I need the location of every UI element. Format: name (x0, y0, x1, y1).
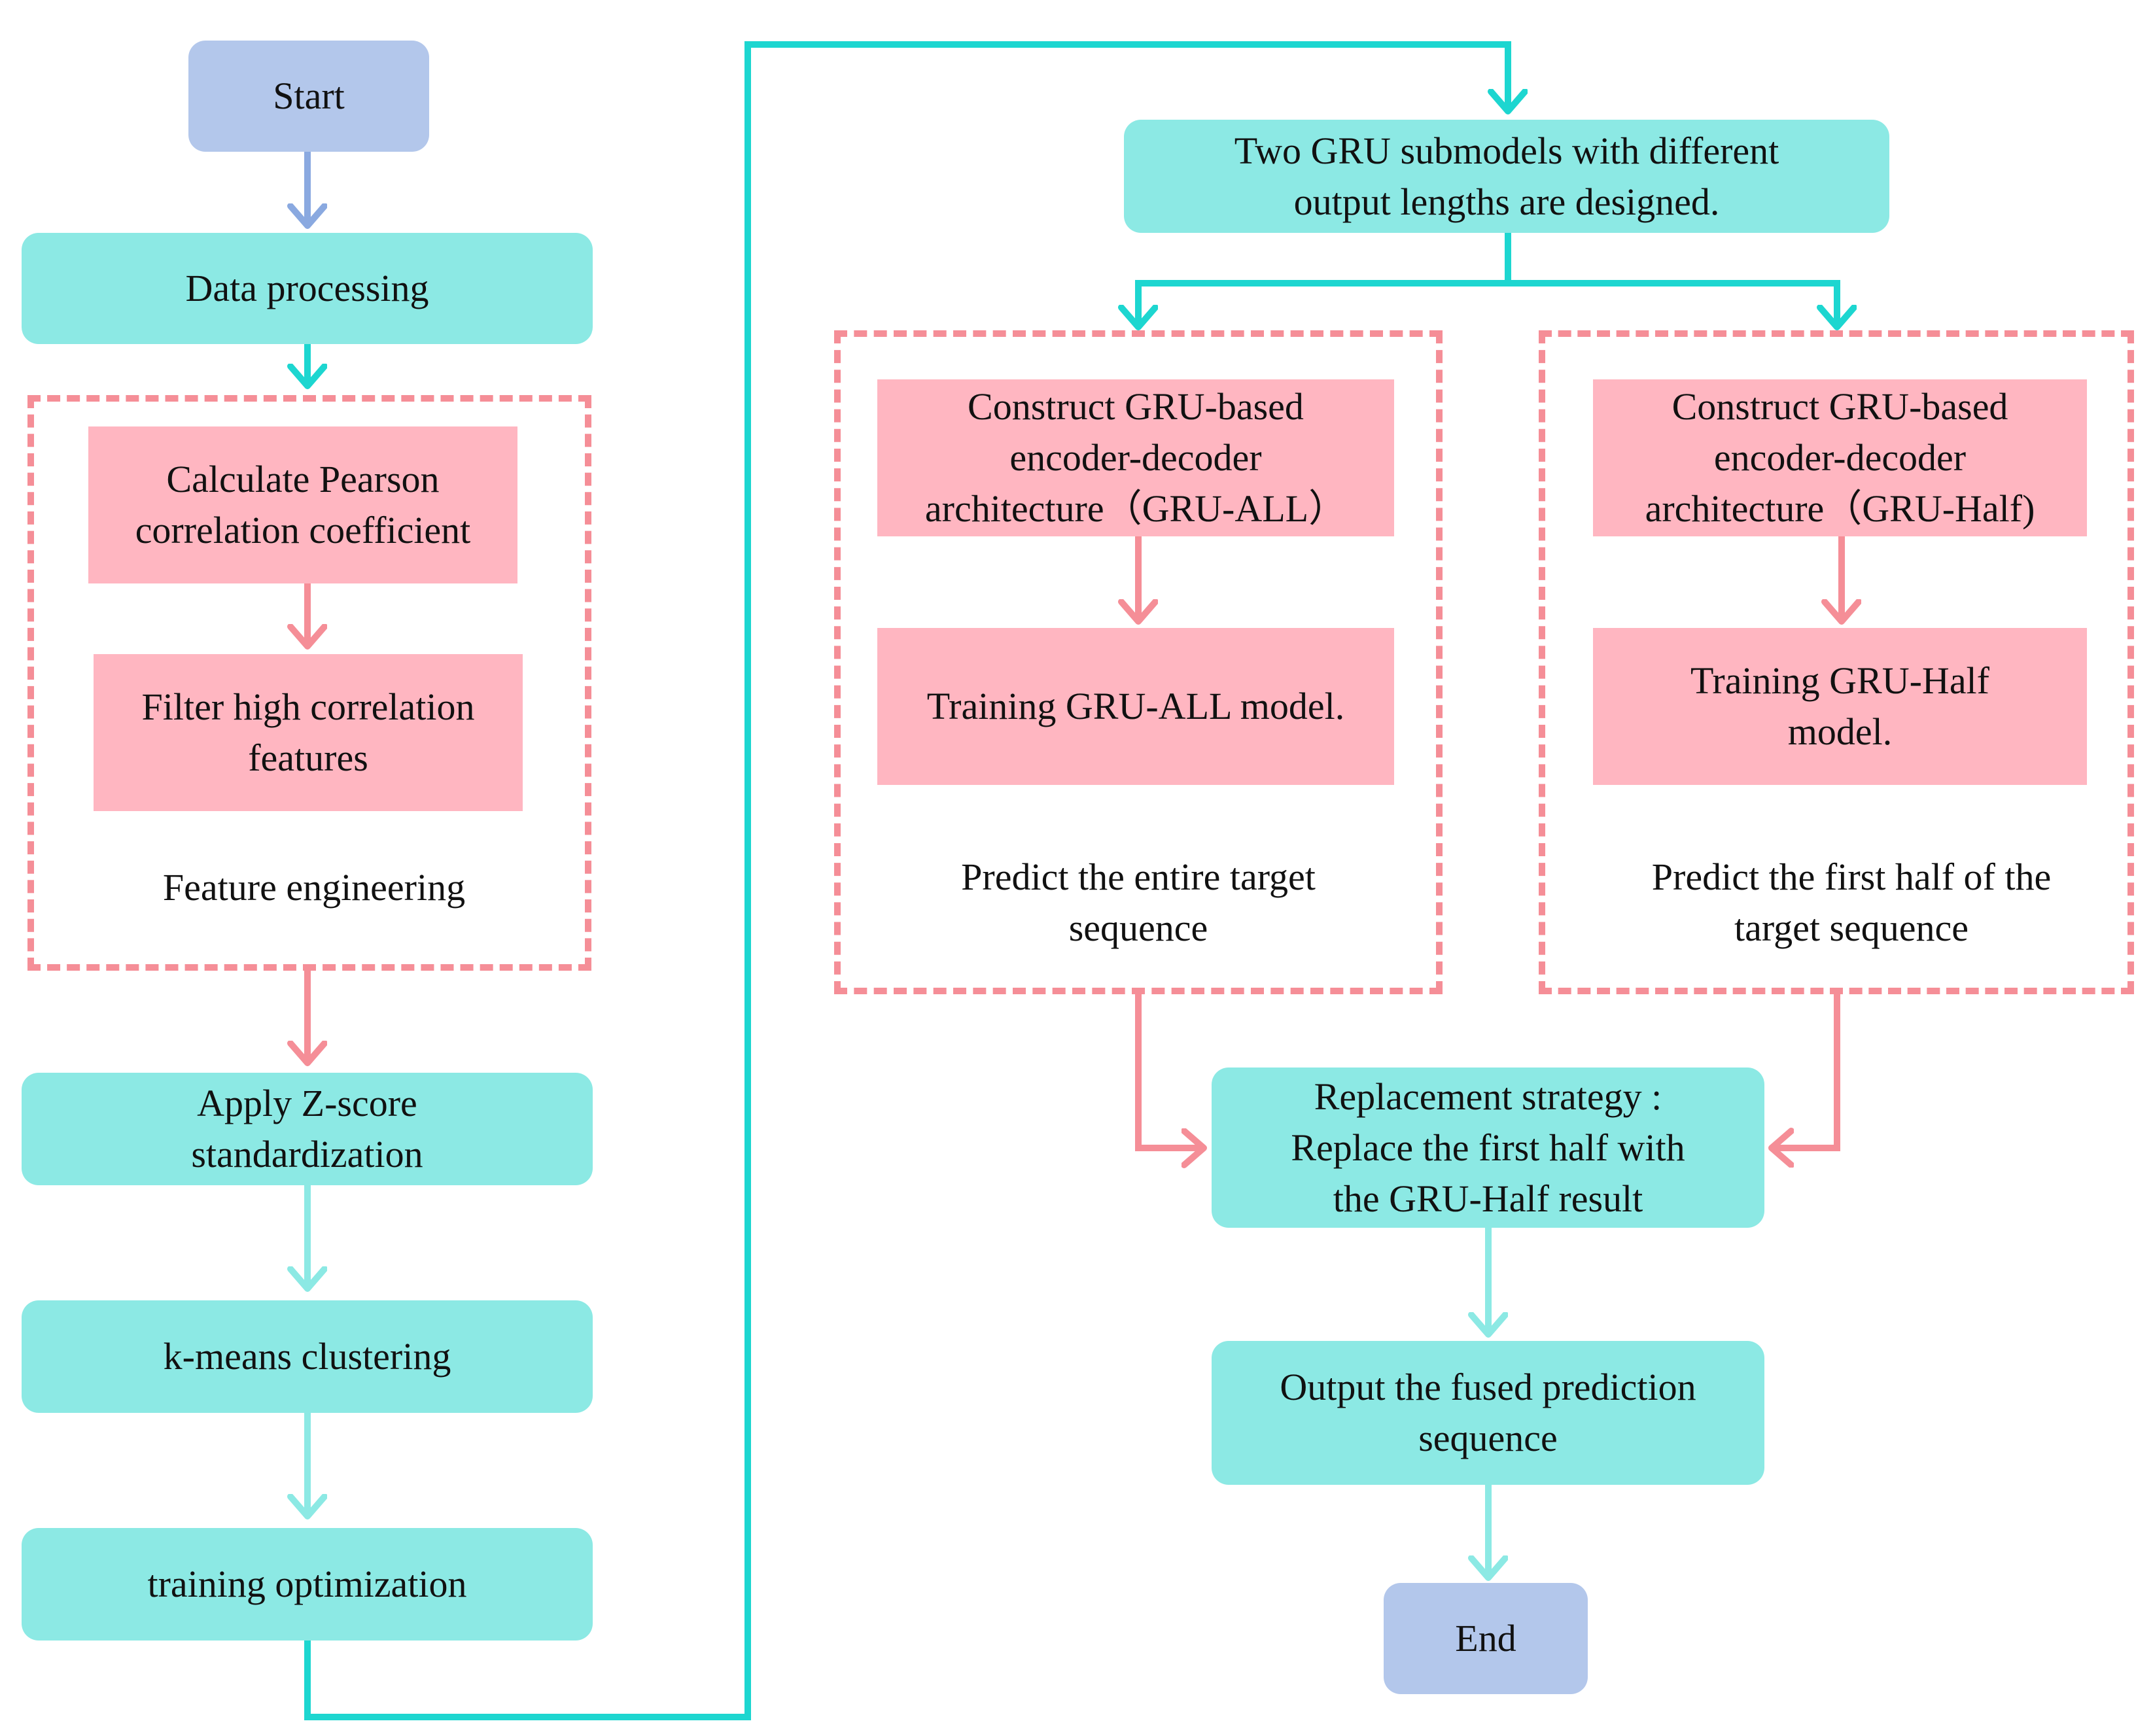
two-gru-node: Two GRU submodels with different output … (1124, 120, 1889, 233)
predict-half-label: Predict the first half of the target seq… (1651, 856, 2052, 949)
gru-half-group (1539, 330, 2134, 994)
construct-gru-half-node: Construct GRU-based encoder-decoder arch… (1593, 379, 2087, 536)
construct-gru-all-node: Construct GRU-based encoder-decoder arch… (877, 379, 1394, 536)
arrow-two-gru-to-half (1508, 280, 1837, 327)
kmeans-node: k-means clustering (22, 1300, 593, 1413)
arrow-half-to-replacement (1772, 994, 1840, 1148)
arrow-training-to-two-gru (304, 41, 1508, 1720)
output-fused-node: Output the fused prediction sequence (1212, 1341, 1764, 1485)
zscore-node: Apply Z-score standardization (22, 1073, 593, 1185)
arrow-two-gru-to-all (1138, 233, 1511, 327)
gru-all-group (834, 330, 1443, 994)
feature-engineering-label: Feature engineering (162, 866, 466, 909)
replacement-strategy-node: Replacement strategy : Replace the first… (1212, 1068, 1764, 1228)
start-node: Start (188, 41, 429, 152)
train-gru-half-node: Training GRU-Half model. (1593, 628, 2087, 785)
predict-entire-label: Predict the entire target sequence (961, 856, 1316, 949)
arrow-entire-to-replacement (1135, 994, 1204, 1148)
filter-node: Filter high correlation features (94, 654, 523, 811)
train-gru-all-node: Training GRU-ALL model. (877, 628, 1394, 785)
training-optimization-node: training optimization (22, 1528, 593, 1641)
end-node: End (1384, 1583, 1588, 1694)
feature-engineering-group (27, 395, 591, 971)
pearson-node: Calculate Pearson correlation coefficien… (88, 426, 517, 583)
data-processing-node: Data processing (22, 233, 593, 344)
